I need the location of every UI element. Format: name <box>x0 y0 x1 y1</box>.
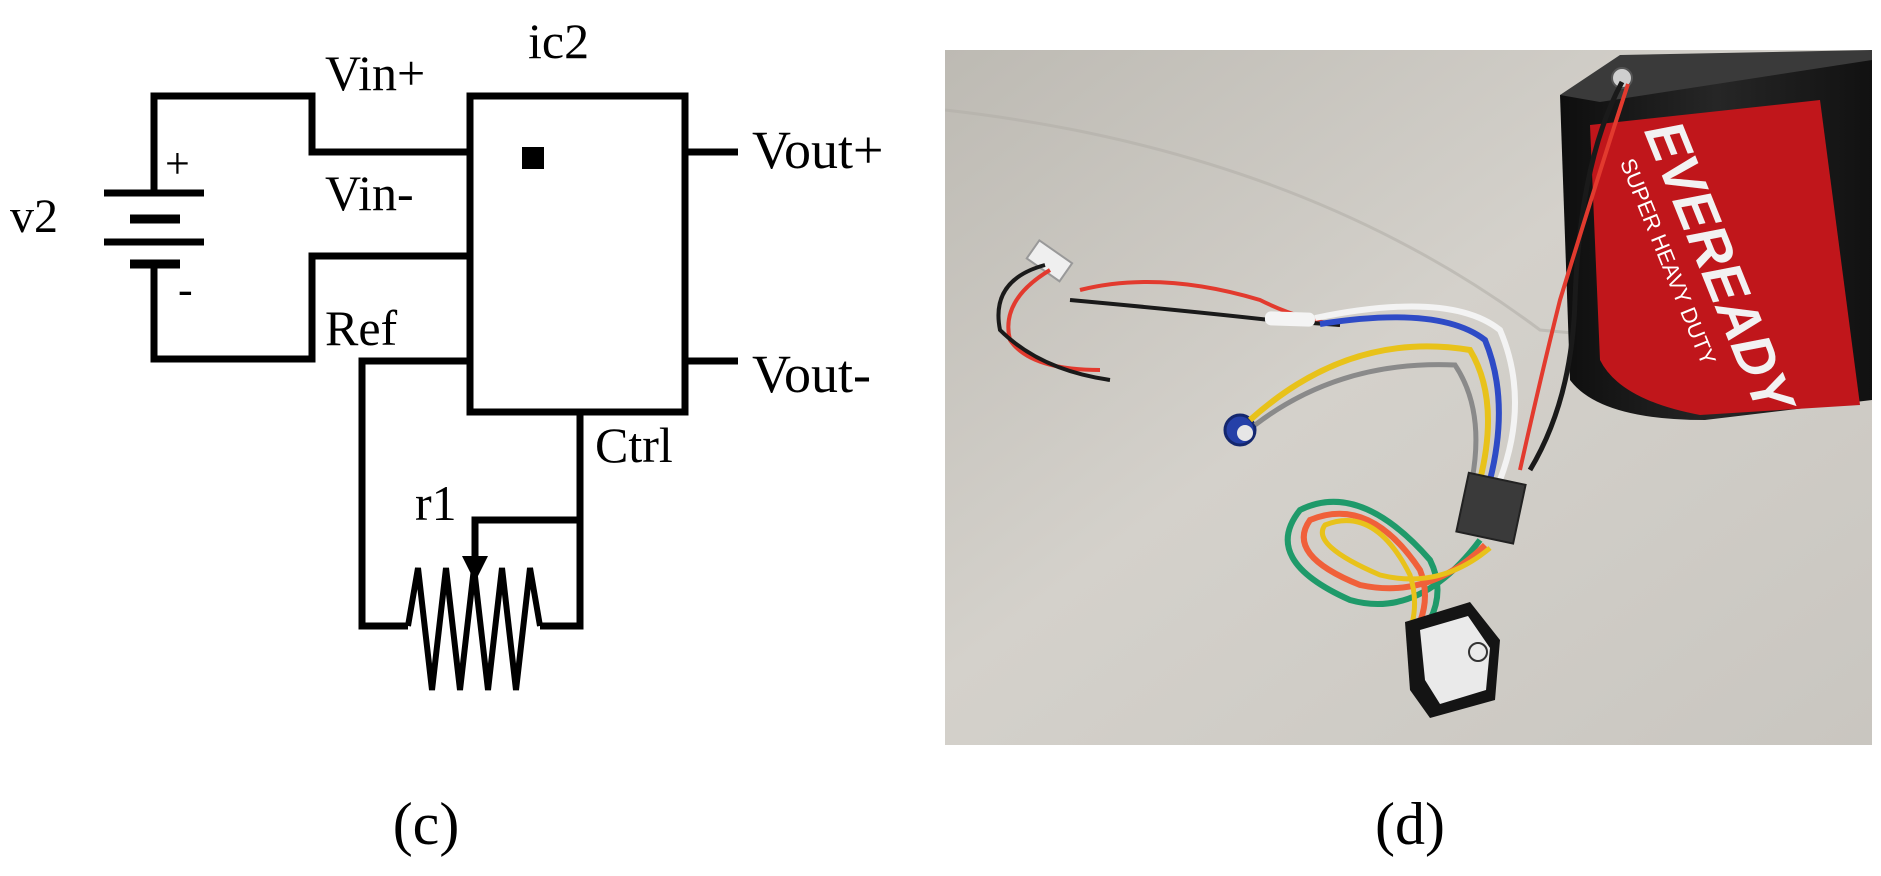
module-logo-icon <box>1468 642 1488 662</box>
schematic-panel <box>104 92 738 691</box>
module-label <box>1420 616 1490 704</box>
wire-loop-green <box>1284 498 1483 622</box>
wire-ref <box>358 357 468 630</box>
battery-red-panel <box>1590 100 1860 415</box>
wire-white <box>1314 303 1518 482</box>
potentiometer-knob <box>1237 425 1253 441</box>
label-vin-plus: Vin+ <box>325 45 425 101</box>
photo-panel: EVEREADY SUPER HEAVY DUTY <box>945 50 1872 745</box>
wire-clip-black <box>996 263 1341 382</box>
wire-loop-yellow <box>1319 518 1492 625</box>
wiper-arrow-icon <box>462 556 488 582</box>
label-vout-minus: Vout- <box>752 344 871 404</box>
label-v2: v2 <box>10 190 58 243</box>
wire-wiper-top <box>471 516 584 630</box>
wire-v2-bottom <box>150 252 468 363</box>
ic2-pin1-dot <box>522 147 544 169</box>
wire-battery-red <box>1518 83 1630 471</box>
heat-shrink <box>1264 311 1315 327</box>
label-vin-minus: Vin- <box>325 165 414 221</box>
label-ref: Ref <box>325 300 398 356</box>
battery-top <box>1560 50 1872 102</box>
wire-gray <box>1253 362 1479 481</box>
caption-d: (d) <box>1375 791 1445 857</box>
wire-blue <box>1319 314 1502 481</box>
wire-yellow <box>1247 343 1491 481</box>
connector-header <box>1455 471 1527 545</box>
ic2-box <box>466 92 689 416</box>
battery: EVEREADY SUPER HEAVY DUTY <box>1560 50 1872 425</box>
label-ic2: ic2 <box>528 13 589 69</box>
desk-edge <box>945 108 1872 362</box>
label-vout-plus: Vout+ <box>752 120 884 180</box>
label-plus: + <box>165 139 190 188</box>
label-ctrl: Ctrl <box>595 417 673 473</box>
alligator-clip <box>1025 238 1074 283</box>
wire-v2-top <box>150 92 468 193</box>
caption-c: (c) <box>392 791 460 857</box>
label-minus: - <box>178 265 193 314</box>
wire-battery-black <box>1527 80 1625 472</box>
label-r1: r1 <box>415 475 457 531</box>
sensor-module <box>1405 602 1500 718</box>
battery-terminal <box>1611 67 1633 89</box>
